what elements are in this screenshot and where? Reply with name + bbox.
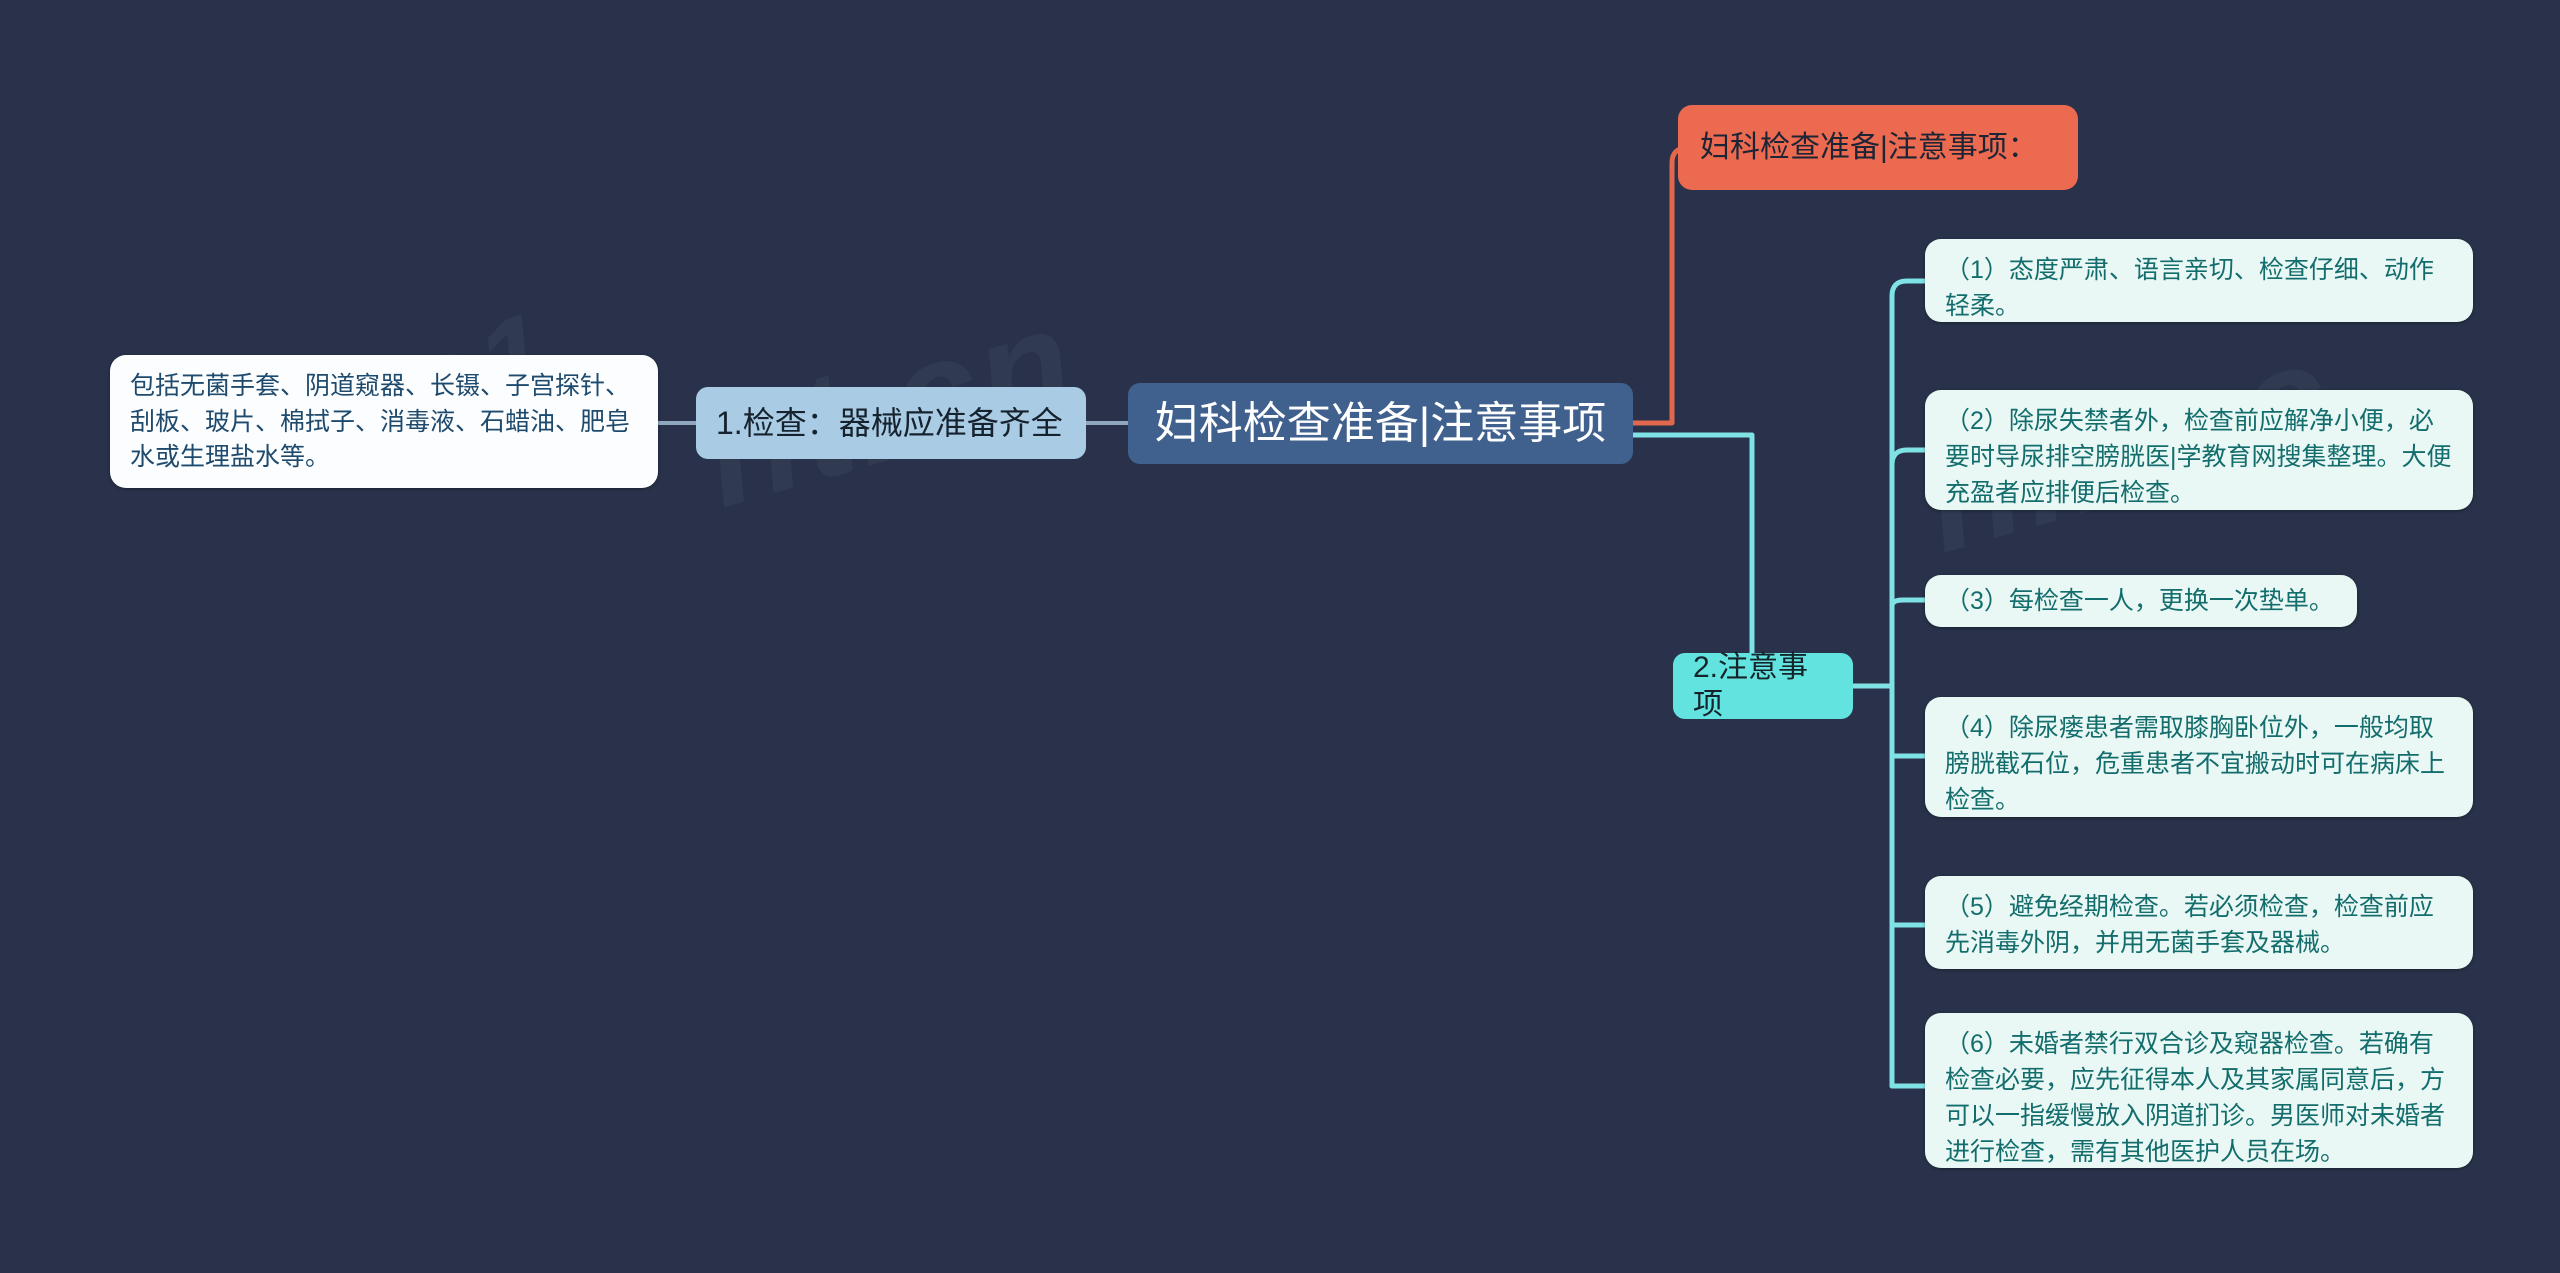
branch-node-inspection[interactable]: 1.检查：器械应准备齐全 xyxy=(696,387,1086,459)
leaf-node-precaution-6[interactable]: （6）未婚者禁行双合诊及窥器检查。若确有检查必要，应先征得本人及其家属同意后，方… xyxy=(1925,1013,2473,1168)
branch-label-precautions: 2.注意事项 xyxy=(1693,650,1809,722)
leaf-node-precaution-2[interactable]: （2）除尿失禁者外，检查前应解净小便，必要时导尿排空膀胱医|学教育网搜集整理。大… xyxy=(1925,390,2473,510)
leaf-text-precaution-4: （4）除尿瘘患者需取膝胸卧位外，一般均取膀胱截石位，危重患者不宜搬动时可在病床上… xyxy=(1945,714,2446,814)
leaf-text-precaution-1: （1）态度严肃、语言亲切、检查仔细、动作轻柔。 xyxy=(1945,256,2434,320)
branch-label-inspection: 1.检查：器械应准备齐全 xyxy=(716,405,1063,441)
leaf-node-precaution-5[interactable]: （5）避免经期检查。若必须检查，检查前应先消毒外阴，并用无菌手套及器械。 xyxy=(1925,876,2473,969)
leaf-text-instrument-list: 包括无菌手套、阴道窥器、长镊、子宫探针、刮板、玻片、棉拭子、消毒液、石蜡油、肥皂… xyxy=(130,372,631,471)
branch-node-precautions[interactable]: 2.注意事项 xyxy=(1673,651,1853,721)
leaf-node-precaution-3[interactable]: （3）每检查一人，更换一次垫单。 xyxy=(1925,575,2357,627)
leaf-node-precaution-1[interactable]: （1）态度严肃、语言亲切、检查仔细、动作轻柔。 xyxy=(1925,239,2473,322)
leaf-text-precaution-5: （5）避免经期检查。若必须检查，检查前应先消毒外阴，并用无菌手套及器械。 xyxy=(1945,893,2434,957)
leaf-node-precaution-4[interactable]: （4）除尿瘘患者需取膝胸卧位外，一般均取膀胱截石位，危重患者不宜搬动时可在病床上… xyxy=(1925,697,2473,817)
root-label: 妇科检查准备|注意事项 xyxy=(1154,398,1607,448)
callout-label: 妇科检查准备|注意事项： xyxy=(1700,131,2038,164)
leaf-text-precaution-2: （2）除尿失禁者外，检查前应解净小便，必要时导尿排空膀胱医|学教育网搜集整理。大… xyxy=(1945,407,2452,507)
leaf-text-precaution-3: （3）每检查一人，更换一次垫单。 xyxy=(1945,587,2334,615)
leaf-text-precaution-6: （6）未婚者禁行双合诊及窥器检查。若确有检查必要，应先征得本人及其家属同意后，方… xyxy=(1945,1030,2446,1166)
root-node[interactable]: 妇科检查准备|注意事项 xyxy=(1128,383,1633,464)
callout-node[interactable]: 妇科检查准备|注意事项： xyxy=(1678,105,2078,190)
leaf-node-instrument-list[interactable]: 包括无菌手套、阴道窥器、长镊、子宫探针、刮板、玻片、棉拭子、消毒液、石蜡油、肥皂… xyxy=(110,355,658,488)
